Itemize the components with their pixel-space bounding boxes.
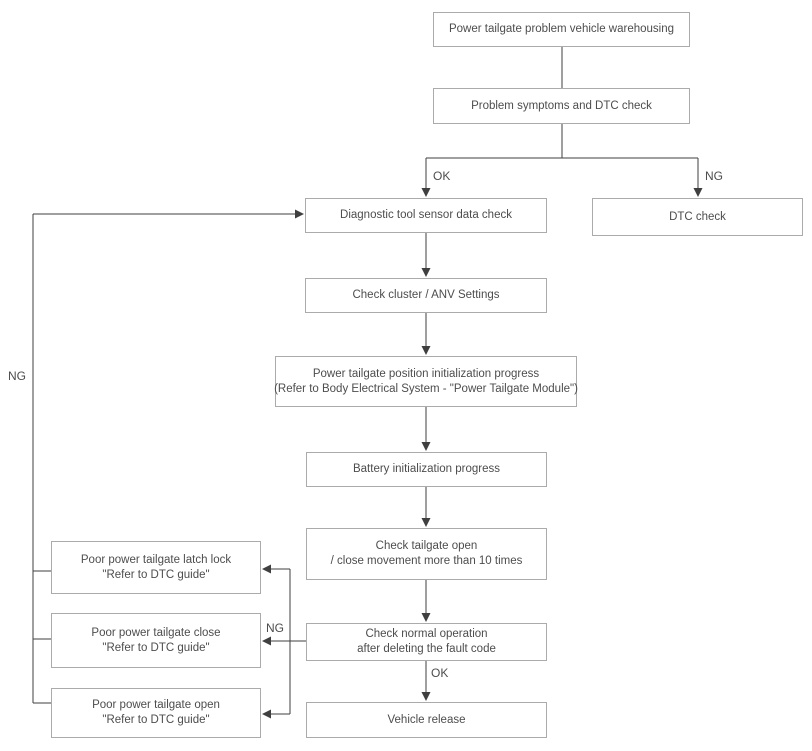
node-battery-initialization-progress: Battery initialization progress (306, 452, 547, 487)
node-vehicle-release: Vehicle release (306, 702, 547, 738)
node-check-cluster-anv-settings: Check cluster / ANV Settings (305, 278, 547, 313)
node-label-line1: Poor power tailgate latch lock (80, 553, 232, 566)
node-label-line2: "Refer to DTC guide" (102, 641, 210, 654)
node-label-line2: "Refer to DTC guide" (102, 568, 210, 581)
node-dtc-check: DTC check (592, 198, 803, 236)
label-ng-branch-top: NG (705, 169, 723, 183)
label-ng-branch-mid: NG (266, 621, 284, 635)
node-label-line1: Check normal operation (365, 628, 488, 641)
label-ok-branch-bottom: OK (431, 666, 449, 680)
node-label-line1: Poor power tailgate close (91, 626, 221, 639)
label-ok-branch-top: OK (433, 169, 451, 183)
node-check-tailgate-open-close-movement: Check tailgate open / close movement mor… (306, 528, 547, 580)
node-label-line1: Power tailgate position initialization p… (312, 367, 540, 380)
node-label: Check cluster / ANV Settings (352, 289, 500, 302)
node-label: DTC check (669, 210, 726, 223)
node-label-line2: (Refer to Body Electrical System - "Powe… (274, 382, 578, 395)
node-poor-tailgate-latch-lock: Poor power tailgate latch lock "Refer to… (51, 541, 261, 594)
node-check-normal-operation: Check normal operation after deleting th… (306, 623, 547, 661)
node-problem-vehicle-warehousing: Power tailgate problem vehicle warehousi… (433, 12, 690, 47)
node-label-line2: "Refer to DTC guide" (102, 714, 210, 726)
node-label: Power tailgate problem vehicle warehousi… (448, 23, 674, 36)
node-label-line1: Check tailgate open (375, 540, 478, 553)
node-label: Battery initialization progress (352, 463, 500, 476)
node-poor-tailgate-open: Poor power tailgate open "Refer to DTC g… (51, 688, 261, 738)
node-position-initialization-progress: Power tailgate position initialization p… (274, 356, 578, 407)
node-label: Problem symptoms and DTC check (471, 99, 652, 112)
node-label-line2: after deleting the fault code (357, 643, 496, 655)
node-label: Vehicle release (387, 713, 466, 726)
node-diagnostic-tool-sensor-data-check: Diagnostic tool sensor data check (305, 198, 547, 233)
label-ng-feedback-left: NG (8, 369, 26, 383)
node-label-line1: Poor power tailgate open (92, 699, 220, 712)
node-problem-symptoms-dtc-check: Problem symptoms and DTC check (433, 88, 690, 124)
node-label: Diagnostic tool sensor data check (340, 209, 512, 222)
node-poor-tailgate-close: Poor power tailgate close "Refer to DTC … (51, 613, 261, 668)
node-label-line2: / close movement more than 10 times (330, 555, 523, 567)
